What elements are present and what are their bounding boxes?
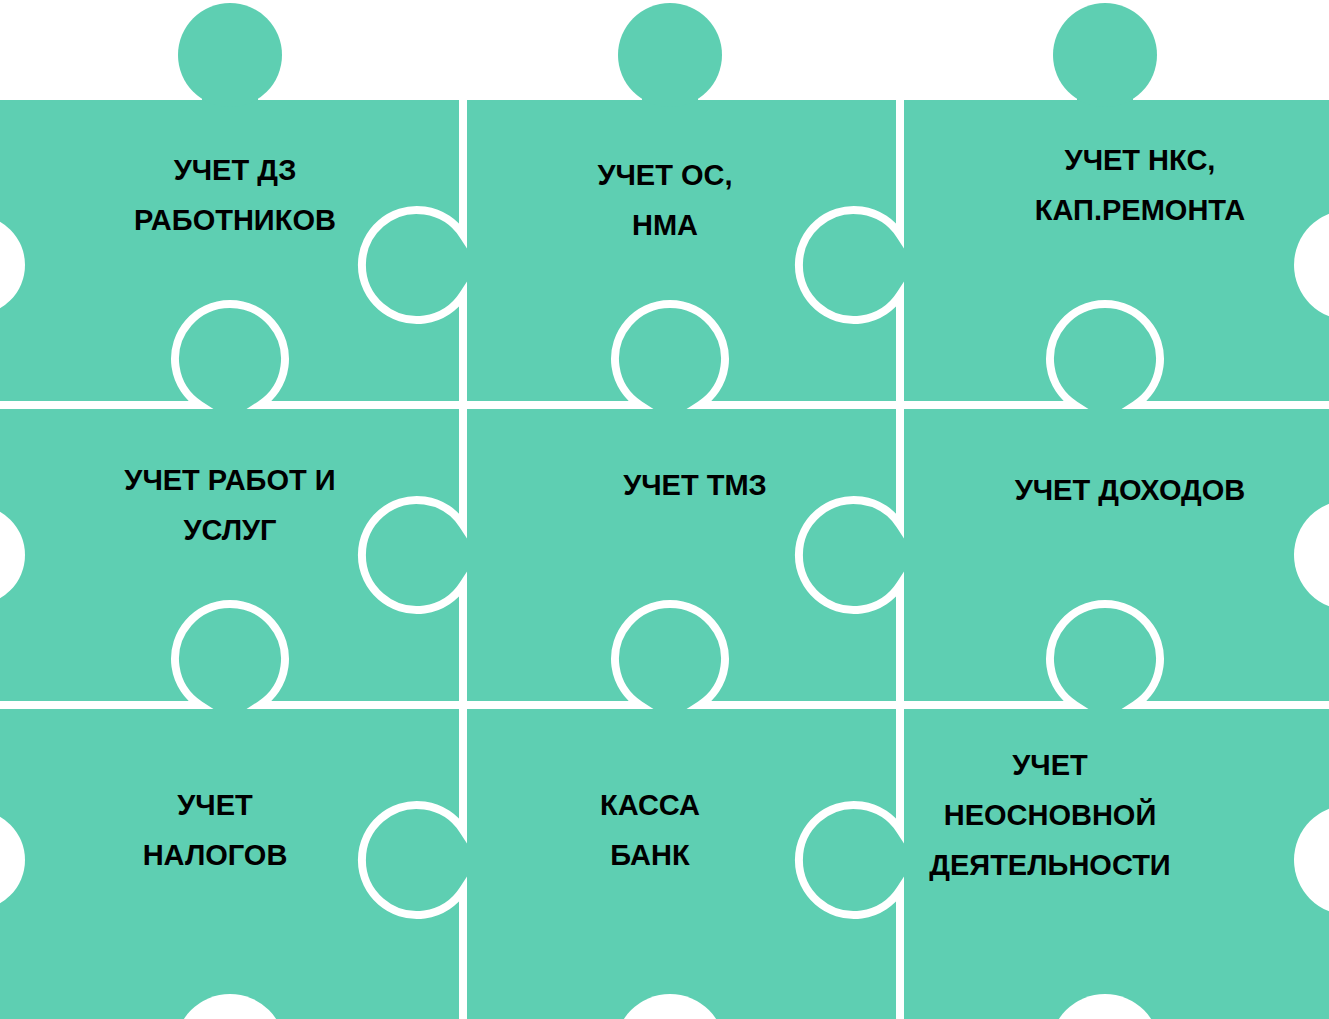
piece-label: УЧЕТ НКС, КАП.РЕМОНТА <box>1009 135 1271 235</box>
piece-label: УЧЕТ ОС, НМА <box>582 150 749 250</box>
puzzle-hole <box>175 994 285 1019</box>
puzzle-piece: УЧЕТ ОС, НМА <box>578 146 753 254</box>
piece-label: УЧЕТ НАЛОГОВ <box>124 780 306 880</box>
puzzle-knob <box>618 3 722 107</box>
puzzle-hole <box>1050 994 1160 1019</box>
puzzle-piece: УЧЕТ РАБОТ И УСЛУГ <box>105 451 355 559</box>
puzzle-hole <box>1294 210 1329 320</box>
puzzle-hole <box>1294 500 1329 610</box>
puzzle-piece: УЧЕТ НАЛОГОВ <box>120 776 310 884</box>
puzzle-cut <box>362 100 463 1019</box>
puzzle-piece: УЧЕТ НЕОСНОВНОЙ ДЕЯТЕЛЬНОСТИ <box>910 736 1190 894</box>
puzzle-piece: УЧЕТ ТМЗ <box>619 456 771 514</box>
puzzle-knob <box>1053 3 1157 107</box>
puzzle-hole <box>1294 805 1329 915</box>
piece-label: УЧЕТ ТМЗ <box>623 460 767 510</box>
puzzle-cut <box>0 604 1329 705</box>
piece-label: УЧЕТ НЕОСНОВНОЙ ДЕЯТЕЛЬНОСТИ <box>914 740 1186 890</box>
puzzle-piece: УЧЕТ НКС, КАП.РЕМОНТА <box>1005 131 1275 239</box>
puzzle-hole <box>0 215 25 315</box>
puzzle-cut <box>799 100 900 1019</box>
puzzle-body <box>0 100 1329 1019</box>
puzzle-piece: УЧЕТ ДОХОДОВ <box>1011 461 1250 519</box>
puzzle-hole <box>0 810 25 910</box>
puzzle-cut <box>0 304 1329 405</box>
puzzle-piece: УЧЕТ ДЗ РАБОТНИКОВ <box>110 141 360 249</box>
piece-label: УЧЕТ РАБОТ И УСЛУГ <box>109 455 351 555</box>
puzzle-knob <box>178 3 282 107</box>
puzzle-piece: КАССА БАНК <box>580 776 720 884</box>
piece-label: УЧЕТ ДОХОДОВ <box>1015 465 1246 515</box>
piece-label: КАССА БАНК <box>584 780 716 880</box>
puzzle-hole <box>615 994 725 1019</box>
piece-label: УЧЕТ ДЗ РАБОТНИКОВ <box>114 145 356 245</box>
puzzle-hole <box>0 505 25 605</box>
